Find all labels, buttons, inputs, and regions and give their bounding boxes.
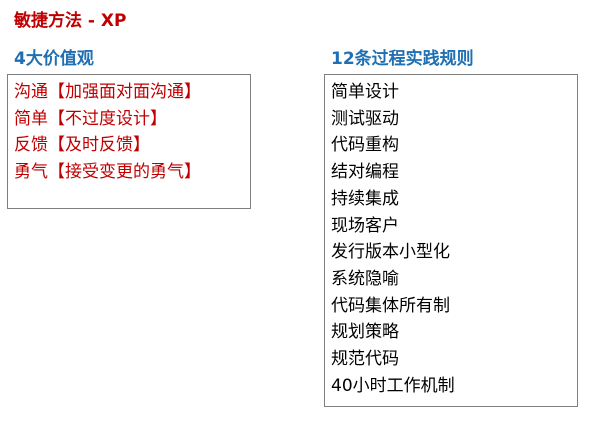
rule-item-continuous-integration: 持续集成 (331, 188, 399, 209)
rule-item-simple-design: 简单设计 (331, 82, 399, 102)
page-title: 敏捷方法 - XP (14, 11, 127, 31)
value-item-communication: 沟通【加强面对面沟通】 (14, 82, 201, 102)
value-item-courage: 勇气【接受变更的勇气】 (14, 162, 201, 183)
rule-item-system-metaphor: 系统隐喻 (331, 268, 399, 289)
rule-item-coding-standards: 规范代码 (331, 349, 399, 370)
rule-item-collective-ownership: 代码集体所有制 (331, 295, 450, 316)
rule-item-onsite-customer: 现场客户 (331, 215, 399, 236)
values-box: 沟通【加强面对面沟通】 简单【不过度设计】 反馈【及时反馈】 勇气【接受变更的勇… (7, 74, 251, 209)
rule-item-test-driven: 测试驱动 (331, 108, 399, 129)
rules-box: 简单设计 测试驱动 代码重构 结对编程 持续集成 现场客户 发行版本小型化 系统… (324, 74, 578, 407)
value-item-simplicity: 简单【不过度设计】 (14, 108, 167, 129)
rule-item-pair-programming: 结对编程 (331, 162, 399, 183)
value-item-feedback: 反馈【及时反馈】 (14, 135, 150, 156)
values-heading: 4大价值观 (14, 49, 94, 69)
rule-item-40-hour-week: 40小时工作机制 (331, 375, 455, 396)
rule-item-small-releases: 发行版本小型化 (331, 242, 450, 263)
rules-heading: 12条过程实践规则 (331, 49, 474, 69)
rule-item-refactoring: 代码重构 (331, 135, 399, 156)
rule-item-planning-game: 规划策略 (331, 322, 399, 343)
